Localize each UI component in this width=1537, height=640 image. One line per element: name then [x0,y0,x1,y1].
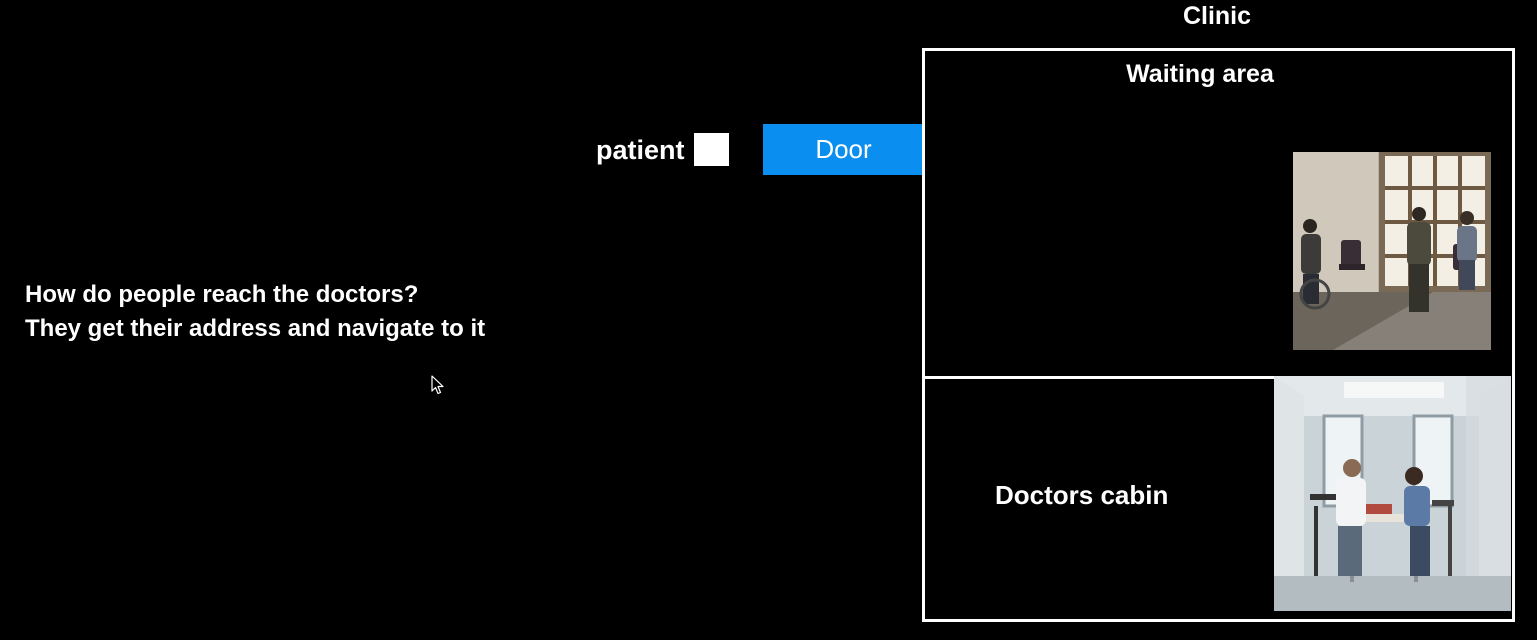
room-divider [922,376,1274,379]
waiting-room-photo-icon [1293,152,1491,350]
waiting-area-title: Waiting area [1126,60,1274,88]
doctors-cabin-title: Doctors cabin [995,480,1169,510]
question-line-2: They get their address and navigate to i… [25,315,486,342]
mouse-cursor-icon [431,375,445,395]
question-line-1: How do people reach the doctors? [25,281,419,308]
patient-square[interactable] [694,133,729,166]
doctor-consultation-photo-icon [1274,376,1511,611]
clinic-title: Clinic [1182,2,1252,30]
door-label: Door [815,134,872,164]
question-text: How do people reach the doctors? They ge… [25,278,485,346]
door-box[interactable]: Door [763,124,924,175]
clinic-frame [922,48,1515,622]
patient-label: patient [596,135,685,165]
